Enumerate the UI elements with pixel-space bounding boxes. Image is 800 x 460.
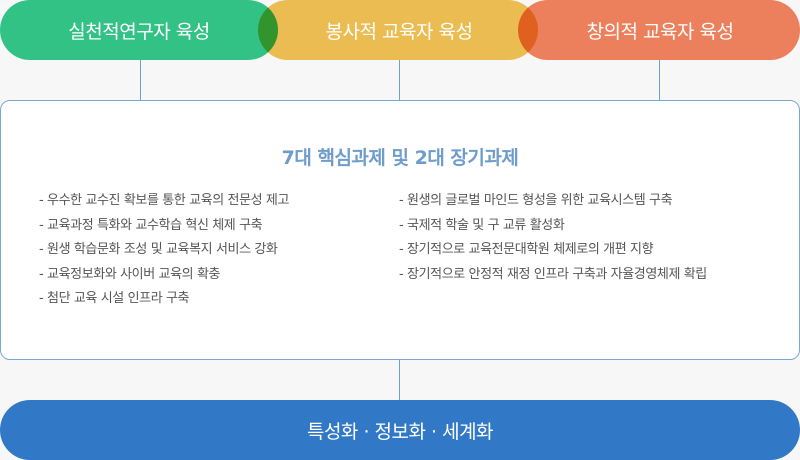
- list-item: - 우수한 교수진 확보를 통한 교육의 전문성 제고: [39, 193, 290, 208]
- connector-line-3: [659, 60, 660, 100]
- goal-label-practical-researcher: 실천적연구자 육성: [68, 20, 210, 43]
- goal-pill-creative-educator: [518, 0, 800, 60]
- list-item: - 교육과정 특화와 교수학습 혁신 체제 구축: [39, 217, 263, 233]
- connector-line-1: [140, 60, 141, 100]
- connector-line-bottom: [399, 359, 400, 400]
- list-item: - 첨단 교육 시설 인프라 구축: [39, 291, 190, 306]
- list-item: - 원생의 글로벌 마인드 형성을 위한 교육시스템 구축: [399, 193, 673, 208]
- vision-pill: 특성화 · 정보화 · 세계화: [0, 400, 800, 460]
- connector-line-2: [399, 60, 400, 100]
- list-item: - 장기적으로 안정적 재정 인프라 구축과 자율경영체제 확립: [399, 266, 707, 282]
- goal-labels: 실천적연구자 육성 봉사적 교육자 육성 창의적 교육자 육성: [0, 0, 800, 60]
- goal-label-service-educator: 봉사적 교육자 육성: [325, 20, 473, 43]
- core-tasks-card: 7대 핵심과제 및 2대 장기과제 - 우수한 교수진 확보를 통한 교육의 전…: [0, 100, 800, 360]
- list-item: - 원생 학습문화 조성 및 교육복지 서비스 강화: [39, 242, 278, 257]
- goal-pill-practical-researcher: [0, 0, 278, 60]
- list-item: - 교육정보화와 사이버 교육의 확충: [39, 266, 221, 282]
- goal-label-creative-educator: 창의적 교육자 육성: [586, 20, 734, 43]
- long-term-tasks-list: - 원생의 글로벌 마인드 형성을 위한 교육시스템 구축 - 국제적 학술 및…: [399, 189, 707, 287]
- core-tasks-list: - 우수한 교수진 확보를 통한 교육의 전문성 제고 - 교육과정 특화와 교…: [39, 189, 289, 312]
- list-item: - 국제적 학술 및 구 교류 활성화: [399, 217, 565, 233]
- card-title: 7대 핵심과제 및 2대 장기과제: [281, 147, 519, 169]
- list-item: - 장기적으로 교육전문대학원 체제로의 개편 지향: [399, 242, 654, 257]
- vision-label: 특성화 · 정보화 · 세계화: [306, 420, 494, 443]
- goal-pill-service-educator: [258, 0, 538, 60]
